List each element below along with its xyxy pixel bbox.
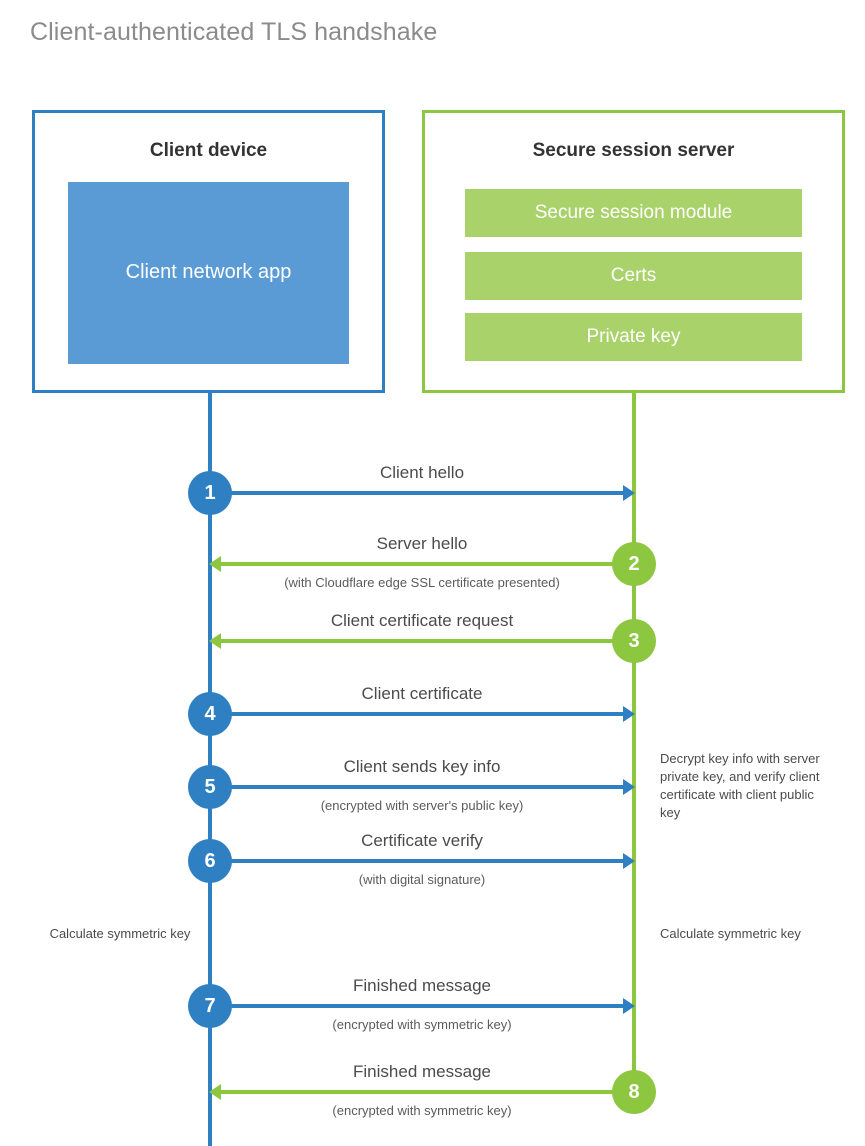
step-sublabel-5: (encrypted with server's public key) [320, 798, 524, 813]
step-circle-2[interactable]: 2 [612, 542, 656, 586]
client-network-app-box: Client network app [68, 182, 349, 364]
secure-session-server-box: Secure session server Secure session mod… [422, 110, 845, 393]
step-label-6: Certificate verify [361, 831, 483, 850]
step-circle-5[interactable]: 5 [188, 765, 232, 809]
step-label-5: Client sends key info [343, 757, 501, 776]
server-component-private-key: Private key [465, 313, 802, 361]
client-device-title: Client device [149, 140, 268, 161]
arrow-step-2 [209, 556, 634, 572]
step-label-4: Client certificate [361, 684, 483, 703]
arrow-step-4 [210, 706, 635, 722]
server-decrypt-note: Decrypt key info with server private key… [660, 751, 820, 820]
step-circle-7[interactable]: 7 [188, 984, 232, 1028]
step-circle-3[interactable]: 3 [612, 619, 656, 663]
arrowhead-step-7 [623, 998, 635, 1014]
arrowhead-step-6 [623, 853, 635, 869]
arrowhead-step-8 [209, 1084, 221, 1100]
step-label-2: Server hello [376, 534, 468, 553]
step-sublabel-2: (with Cloudflare edge SSL certificate pr… [284, 575, 560, 590]
step-circle-4[interactable]: 4 [188, 692, 232, 736]
arrowhead-step-3 [209, 633, 221, 649]
arrowhead-step-2 [209, 556, 221, 572]
arrow-step-5 [210, 779, 635, 795]
arrow-step-6 [210, 853, 635, 869]
step-circle-8[interactable]: 8 [612, 1070, 656, 1114]
arrowhead-step-1 [623, 485, 635, 501]
server-lifeline [632, 393, 636, 1105]
step-sublabel-7: (encrypted with symmetric key) [332, 1017, 512, 1032]
server-calculate-symmetric-key-note: Calculate symmetric key [660, 926, 801, 941]
step-label-7: Finished message [353, 976, 491, 995]
arrow-step-7 [210, 998, 635, 1014]
arrow-step-3 [209, 633, 634, 649]
arrow-step-1 [210, 485, 635, 501]
step-sublabel-6: (with digital signature) [358, 872, 486, 887]
arrowhead-step-5 [623, 779, 635, 795]
server-component-secure-session-module: Secure session module [465, 189, 802, 237]
step-label-3: Client certificate request [330, 611, 514, 630]
client-calculate-symmetric-key-note: Calculate symmetric key [49, 926, 191, 941]
step-label-8: Finished message [353, 1062, 491, 1081]
step-circle-1[interactable]: 1 [188, 471, 232, 515]
step-label-1: Client hello [379, 463, 465, 482]
arrowhead-step-4 [623, 706, 635, 722]
client-device-box: Client device Client network app [32, 110, 385, 393]
step-circle-6[interactable]: 6 [188, 839, 232, 883]
page-title: Client-authenticated TLS handshake [30, 18, 438, 46]
server-component-certs: Certs [465, 252, 802, 300]
secure-session-server-title: Secure session server [532, 140, 735, 161]
step-sublabel-8: (encrypted with symmetric key) [332, 1103, 512, 1118]
arrow-step-8 [209, 1084, 634, 1100]
